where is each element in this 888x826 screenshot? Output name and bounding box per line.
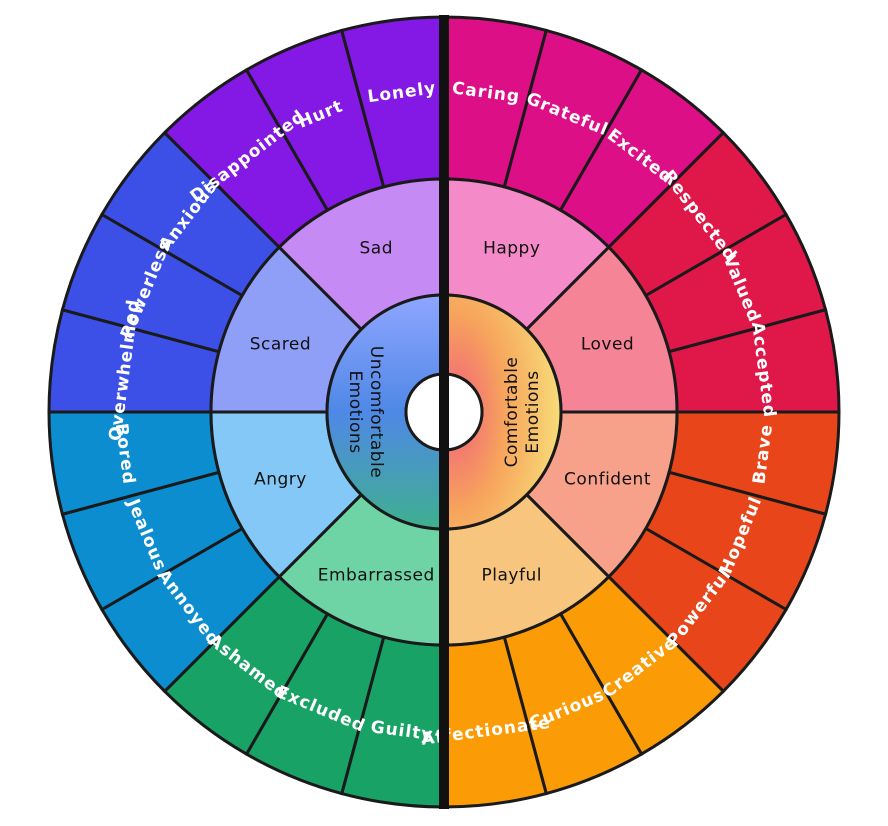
hub <box>325 293 563 531</box>
inner-label-loved: Loved <box>581 334 634 354</box>
inner-label-playful: Playful <box>482 566 542 586</box>
inner-label-happy: Happy <box>483 238 540 258</box>
inner-label-angry: Angry <box>254 470 307 490</box>
hub-label-uncomfortable: UncomfortableEmotions <box>345 346 386 478</box>
inner-label-confident: Confident <box>564 470 651 490</box>
outer-ring <box>47 15 841 809</box>
inner-label-sad: Sad <box>360 238 394 258</box>
hub-label-comfortable: ComfortableEmotions <box>502 357 543 468</box>
center-divider <box>439 15 449 809</box>
inner-label-scared: Scared <box>250 334 311 354</box>
inner-label-embarrassed: Embarrassed <box>318 566 435 586</box>
